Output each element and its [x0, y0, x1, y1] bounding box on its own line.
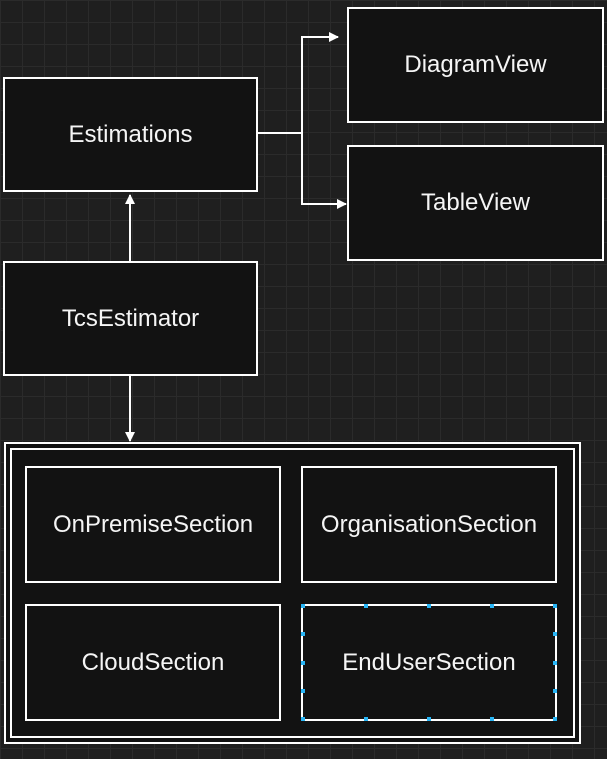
cloudsection-node[interactable]: CloudSection — [25, 604, 281, 721]
selection-handle[interactable] — [301, 661, 305, 665]
selection-handle[interactable] — [553, 604, 557, 608]
selection-handle[interactable] — [553, 717, 557, 721]
endusersection-label: EndUserSection — [342, 648, 516, 676]
endusersection-node[interactable]: EndUserSection — [301, 604, 557, 721]
selection-handle[interactable] — [427, 717, 431, 721]
estimations-node[interactable]: Estimations — [3, 77, 258, 192]
onpremisesection-node[interactable]: OnPremiseSection — [25, 466, 281, 583]
tableview-node[interactable]: TableView — [347, 145, 604, 261]
organisationsection-node[interactable]: OrganisationSection — [301, 466, 557, 583]
selection-handle[interactable] — [490, 604, 494, 608]
selection-handle[interactable] — [490, 717, 494, 721]
selection-handle[interactable] — [301, 689, 305, 693]
selection-handle[interactable] — [553, 661, 557, 665]
diagramview-label: DiagramView — [404, 51, 547, 78]
edge-estimations-to-diagramview[interactable] — [258, 32, 339, 134]
selection-handle[interactable] — [553, 689, 557, 693]
selection-handle[interactable] — [553, 632, 557, 636]
organisationsection-label: OrganisationSection — [320, 510, 538, 538]
tcsestimator-node[interactable]: TcsEstimator — [3, 261, 258, 376]
tableview-label: TableView — [421, 189, 530, 216]
selection-handle[interactable] — [301, 632, 305, 636]
selection-handle[interactable] — [364, 717, 368, 721]
diagramview-node[interactable]: DiagramView — [347, 7, 604, 123]
sections-container-outer-border — [4, 442, 581, 744]
selection-handle[interactable] — [427, 604, 431, 608]
selection-handle[interactable] — [301, 604, 305, 608]
selection-handle[interactable] — [301, 717, 305, 721]
estimations-label: Estimations — [68, 120, 193, 148]
onpremisesection-label: OnPremiseSection — [52, 510, 254, 538]
selection-handle[interactable] — [364, 604, 368, 608]
cloudsection-label: CloudSection — [81, 648, 225, 676]
edge-estimations-to-tableview[interactable] — [301, 133, 347, 209]
tcsestimator-label: TcsEstimator — [61, 304, 200, 332]
